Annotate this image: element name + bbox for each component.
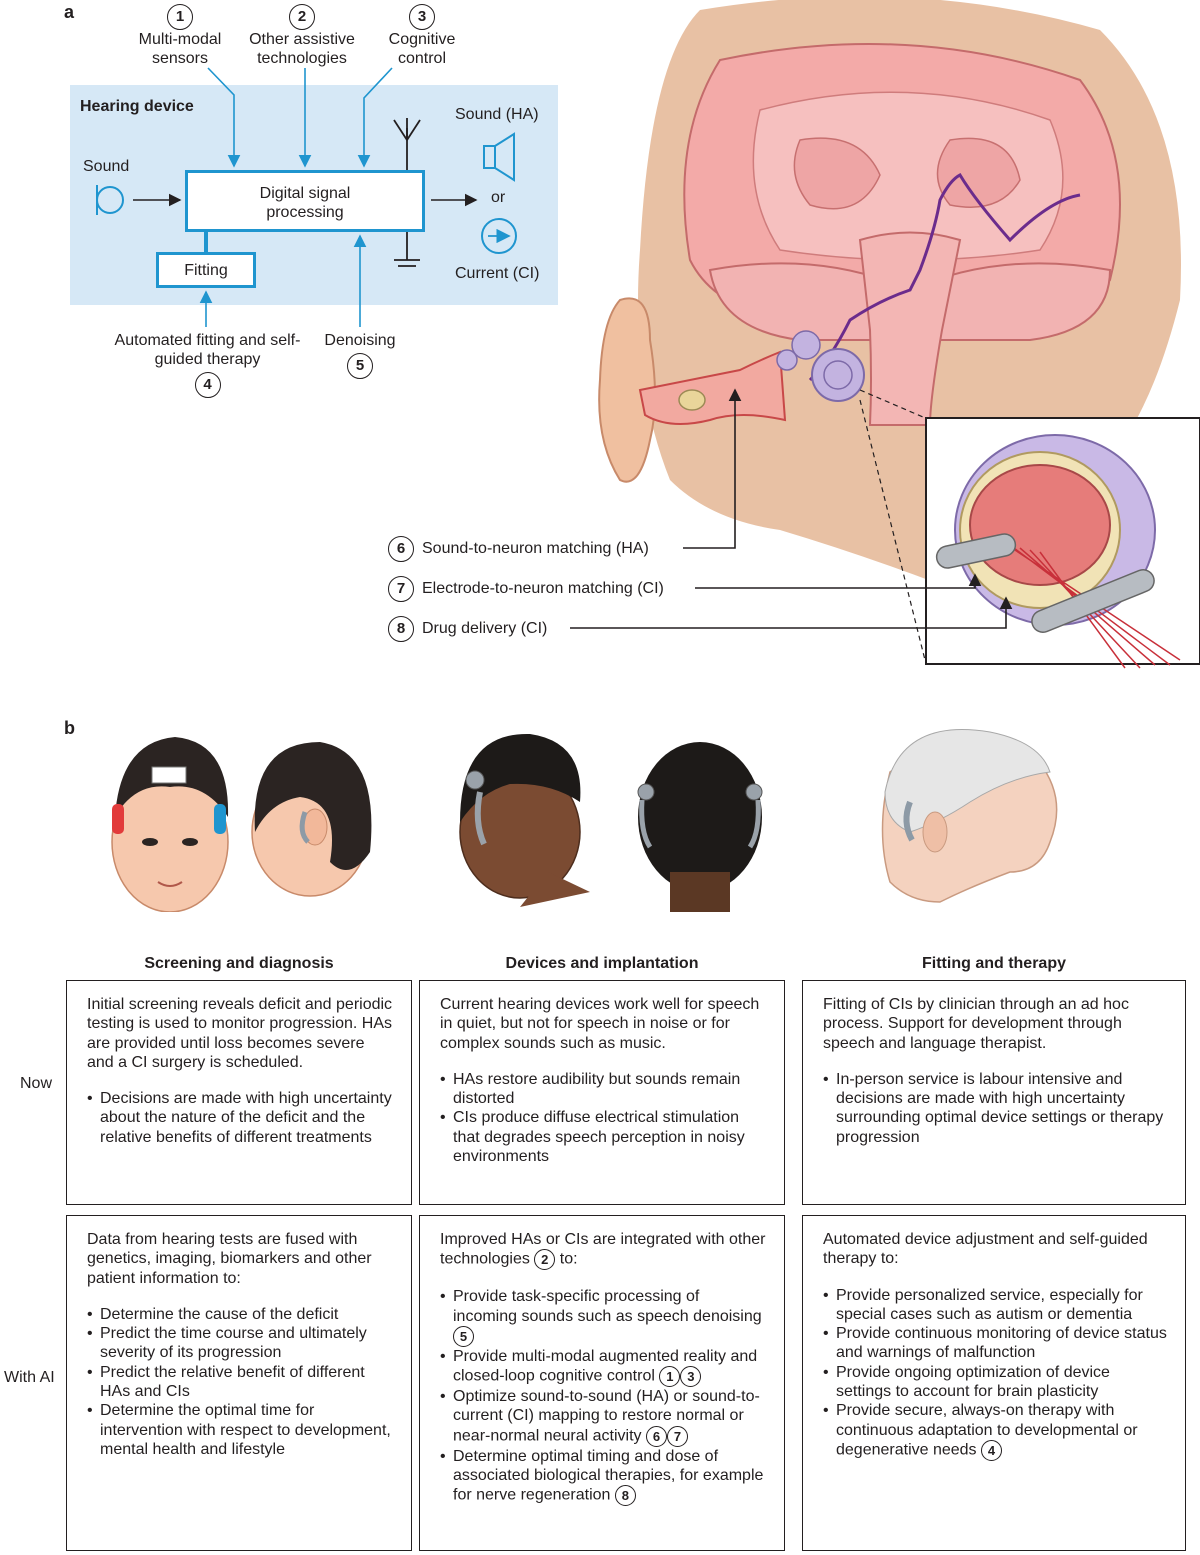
marker-5: 5 — [347, 353, 373, 379]
now-devices-bullet: CIs produce diffuse electrical stimulati… — [440, 1108, 766, 1166]
ref-marker: 8 — [614, 1485, 636, 1507]
teen-back-illustration — [637, 742, 763, 912]
blue-headphone-icon — [214, 804, 226, 834]
ref-marker: 2 — [534, 1249, 556, 1271]
ref-marker: 7 — [666, 1425, 688, 1447]
input-5: Denoising 5 — [310, 331, 410, 379]
now-fitting-intro: Fitting of CIs by clinician through an a… — [823, 996, 1129, 1052]
panel-a-letter: a — [64, 2, 75, 22]
child-side-illustration — [251, 742, 372, 897]
output-or: or — [491, 189, 506, 206]
ai-devices-intro: Improved HAs or CIs are integrated with … — [440, 1231, 766, 1269]
now-screening-box: Initial screening reveals deficit and pe… — [66, 980, 412, 1205]
marker-7: 7 — [388, 576, 414, 602]
arrow-input-1 — [207, 67, 241, 168]
marker-6: 6 — [388, 536, 414, 562]
now-fitting-box: Fitting of CIs by clinician through an a… — [802, 980, 1186, 1205]
ai-fitting-intro: Automated device adjustment and self-gui… — [823, 1231, 1148, 1268]
ref-marker: 1 — [659, 1366, 681, 1388]
input-2-label: Other assistive technologies — [249, 31, 355, 67]
now-screening-intro: Initial screening reveals deficit and pe… — [87, 996, 393, 1071]
input-3-label: Cognitive control — [388, 31, 456, 67]
callout-7-label: Electrode-to-neuron matching (CI) — [422, 580, 664, 597]
now-fitting-bullet: In-person service is labour intensive an… — [823, 1070, 1167, 1147]
sound-label: Sound — [83, 158, 130, 175]
marker-8: 8 — [388, 616, 414, 642]
input-4: Automated fitting and self-guided therap… — [110, 331, 305, 398]
callout-6-label: Sound-to-neuron matching (HA) — [422, 540, 649, 557]
callout-6: 6 Sound-to-neuron matching (HA) — [388, 536, 649, 562]
elderly-side-illustration — [881, 729, 1058, 903]
ai-screening-bullet: Predict the relative benefit of differen… — [87, 1363, 393, 1402]
ground-icon — [394, 232, 420, 267]
dsp-box: Digital signal processing — [185, 170, 425, 232]
ai-fitting-bullet: Provide ongoing optimization of device s… — [823, 1363, 1167, 1402]
ai-devices-bullet-text: Determine optimal timing and dose of ass… — [453, 1447, 764, 1505]
panel-b-letter: b — [64, 718, 75, 738]
ear-canal — [638, 350, 787, 425]
callout-lines — [570, 388, 1013, 629]
column-header-fitting: Fitting and therapy — [922, 955, 1066, 972]
ref-marker: 3 — [680, 1366, 702, 1388]
ai-screening-bullet: Predict the time course and ultimately s… — [87, 1324, 393, 1363]
ai-devices-bullet-text: Optimize sound-to-sound (HA) or sound-to… — [453, 1388, 760, 1445]
ai-screening-intro: Data from hearing tests are fused with g… — [87, 1231, 372, 1287]
callout-7: 7 Electrode-to-neuron matching (CI) — [388, 576, 664, 602]
ai-screening-bullet: Determine the optimal time for intervent… — [87, 1401, 393, 1459]
row-label-now: Now — [20, 1075, 53, 1092]
input-4-label: Automated fitting and self-guided therap… — [114, 332, 301, 368]
ref-marker: 5 — [453, 1325, 474, 1347]
signal-flow-arrows — [96, 67, 517, 327]
callout-8: 8 Drug delivery (CI) — [388, 616, 547, 642]
ai-devices-bullet: Provide task-specific processing of inco… — [440, 1287, 766, 1347]
current-icon — [481, 218, 517, 254]
now-devices-bullet: HAs restore audibility but sounds remain… — [440, 1070, 766, 1109]
ai-fitting-bullet: Provide secure, always-on therapy with c… — [823, 1401, 1167, 1461]
brain-ear-illustration — [598, 0, 1200, 669]
input-1-label: Multi-modal sensors — [138, 31, 222, 67]
ai-fitting-box: Automated device adjustment and self-gui… — [802, 1215, 1186, 1551]
column-header-devices: Devices and implantation — [505, 955, 699, 972]
ai-screening-bullet: Determine the cause of the deficit — [87, 1305, 393, 1325]
now-devices-box: Current hearing devices work well for sp… — [419, 980, 785, 1205]
ref-marker: 4 — [981, 1439, 1003, 1461]
ai-devices-intro-tail: to: — [555, 1251, 578, 1269]
ai-screening-box: Data from hearing tests are fused with g… — [66, 1215, 412, 1551]
ai-fitting-bullet: Provide continuous monitoring of device … — [823, 1324, 1167, 1363]
fitting-box: Fitting — [156, 252, 256, 288]
now-devices-intro: Current hearing devices work well for sp… — [440, 996, 760, 1052]
brainstem — [858, 231, 962, 426]
marker-4: 4 — [194, 372, 221, 398]
ai-devices-bullet: Provide multi-modal augmented reality an… — [440, 1347, 766, 1388]
ai-fitting-bullet-text: Provide secure, always-on therapy with c… — [836, 1402, 1138, 1459]
ai-fitting-bullet: Provide personalized service, especially… — [823, 1286, 1167, 1325]
callout-8-label: Drug delivery (CI) — [422, 620, 548, 637]
teen-side-illustration — [459, 733, 590, 907]
red-headphone-icon — [112, 804, 124, 834]
speaker-icon — [483, 132, 515, 182]
output-current-ci: Current (CI) — [455, 265, 540, 282]
child-front-illustration — [111, 737, 229, 912]
cochlea — [811, 348, 865, 402]
ai-devices-bullet-text: Provide task-specific processing of inco… — [453, 1288, 762, 1325]
input-5-label: Denoising — [324, 332, 396, 349]
row-label-with-ai: With AI — [4, 1369, 55, 1386]
ref-marker: 6 — [645, 1425, 667, 1447]
ai-devices-box: Improved HAs or CIs are integrated with … — [419, 1215, 785, 1551]
arrow-input-3 — [357, 67, 393, 168]
auditory-nerve — [808, 173, 1081, 382]
ai-devices-bullet: Optimize sound-to-sound (HA) or sound-to… — [440, 1387, 766, 1447]
patient-illustrations — [111, 729, 1058, 912]
input-2: 2 Other assistive technologies — [238, 4, 366, 68]
ai-devices-bullet-text: Provide multi-modal augmented reality an… — [453, 1347, 758, 1385]
antenna-icon — [393, 118, 421, 170]
input-3: 3 Cognitive control — [372, 4, 472, 68]
ai-devices-bullet: Determine optimal timing and dose of ass… — [440, 1447, 766, 1507]
input-1: 1 Multi-modal sensors — [120, 4, 240, 68]
hearing-device-title: Hearing device — [80, 98, 194, 115]
now-screening-bullet: Decisions are made with high uncertainty… — [87, 1089, 393, 1147]
column-header-screening: Screening and diagnosis — [144, 955, 334, 972]
output-sound-ha: Sound (HA) — [455, 106, 539, 123]
ear-pinna — [598, 297, 656, 483]
